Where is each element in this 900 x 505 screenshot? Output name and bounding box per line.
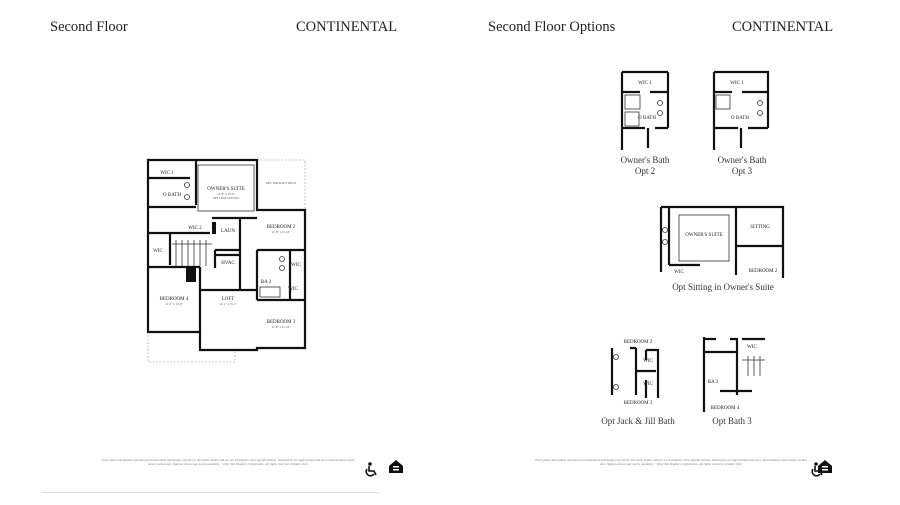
room-bedroom2: BEDROOM 2 — [624, 340, 653, 345]
room-o-bath: O BATH — [163, 193, 181, 198]
room-o-bath: O BATH — [731, 116, 749, 121]
dim-loft: 14'-1" x 15'-1" — [219, 302, 237, 306]
room-wic-left: WIC — [153, 249, 163, 254]
opt-deck-label: OPT. WALKOUT DECK — [266, 181, 297, 185]
room-o-bath: O BATH — [638, 116, 656, 121]
option-bath-3: WIC BA 3 BEDROOM 4 Opt Bath 3 — [702, 337, 765, 426]
option-caption-sub: Opt 2 — [635, 166, 655, 176]
option-sitting-owners-suite: OWNER'S SUITE SITTING WIC BEDROOM 2 Opt … — [659, 205, 785, 292]
option-caption: Owner's Bath — [621, 155, 670, 165]
equal-housing-icon — [818, 460, 832, 473]
main-floor-plan: WIC 1 O BATH OWNER'S SUITE 15'-8" x 14'-… — [146, 158, 307, 363]
room-bedroom4: BEDROOM 4 — [711, 406, 740, 411]
room-bedroom3: BEDROOM 3 — [624, 401, 653, 406]
dim-bedroom2: 11'-8" x 11'-10" — [272, 230, 292, 234]
room-bedroom3: BEDROOM 3 — [267, 320, 296, 325]
option-owners-bath-opt3: WIC 1 O BATH Owner's Bath Opt 3 — [712, 70, 770, 176]
dim-owners-suite: 15'-8" x 14'-8" — [217, 192, 235, 196]
option-caption-sub: Opt 3 — [732, 166, 753, 176]
option-caption: Owner's Bath — [718, 155, 767, 165]
note-owners-suite: OPT TRAY CEILING — [213, 196, 241, 200]
room-owners-suite: OWNER'S SUITE — [207, 187, 244, 192]
room-wic-bedroom2: WIC — [291, 263, 301, 268]
room-wic1: WIC 1 — [730, 81, 744, 86]
option-caption: Opt Jack & Jill Bath — [601, 416, 675, 426]
dim-bedroom4: 12'-0" x 13'-0" — [165, 302, 183, 306]
room-sitting: SITTING — [750, 225, 770, 230]
right-brand: CONTINENTAL — [732, 19, 834, 35]
room-wic: WIC — [643, 382, 653, 387]
room-wic1: WIC 1 — [638, 81, 652, 86]
divider — [42, 492, 380, 493]
room-laundry: LAUN — [221, 229, 235, 234]
option-caption: Opt Sitting in Owner's Suite — [672, 282, 774, 292]
left-page-title: Second Floor — [50, 19, 128, 35]
room-loft: LOFT — [222, 297, 235, 302]
room-ba3: BA 3 — [708, 380, 719, 385]
room-ba2: BA 2 — [261, 280, 272, 285]
room-hvac: HVAC — [221, 261, 235, 266]
room-bedroom2: BEDROOM 2 — [749, 269, 778, 274]
room-wic: WIC — [643, 359, 653, 364]
room-bedroom2: BEDROOM 2 — [267, 225, 296, 230]
option-jack-jill-bath: BEDROOM 2 WIC WIC BEDROOM 3 Opt Jack & J… — [601, 340, 675, 426]
equal-housing-icon — [389, 460, 403, 473]
option-owners-bath-opt2: WIC 1 O BATH Owner's Bath Opt 2 — [621, 70, 670, 176]
room-wic1: WIC 1 — [160, 171, 174, 176]
room-wic-bedroom3: WIC — [288, 287, 298, 292]
left-brand: CONTINENTAL — [296, 19, 398, 35]
room-bedroom4: BEDROOM 4 — [160, 297, 189, 302]
room-wic: WIC — [674, 270, 684, 275]
room-owners-suite: OWNER'S SUITE — [685, 233, 722, 238]
right-disclaimer: Floor plans and options represent an arc… — [535, 458, 807, 467]
option-caption: Opt Bath 3 — [712, 416, 752, 426]
right-page-title: Second Floor Options — [488, 19, 616, 35]
room-wic2: WIC 2 — [188, 226, 202, 231]
room-wic: WIC — [747, 345, 757, 350]
accessibility-icon — [365, 462, 377, 477]
dim-bedroom3: 11'-8" x 11'-10" — [272, 325, 292, 329]
left-disclaimer: Floor plans and options represent an arc… — [101, 458, 355, 467]
